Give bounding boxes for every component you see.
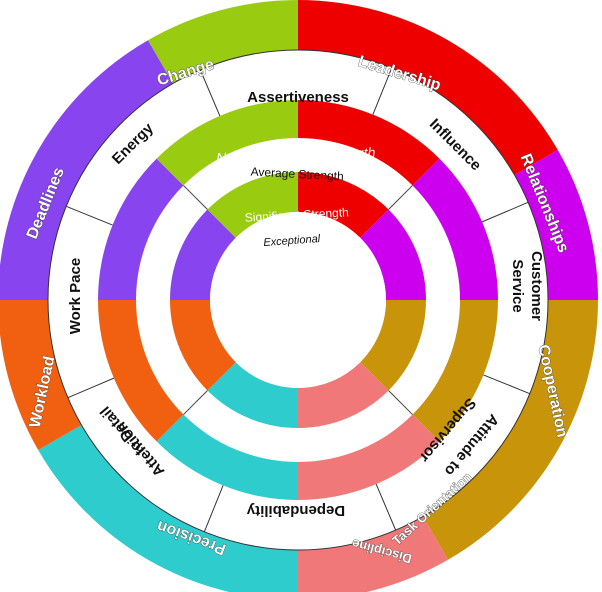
outer-sector-3 xyxy=(298,516,448,592)
level-band-inner-5 xyxy=(170,300,236,391)
outer-sector-1 xyxy=(514,150,598,300)
sector-dividers xyxy=(66,68,530,532)
middle-label-work-pace: Work Pace xyxy=(67,258,84,334)
middle-label-customer-line1: Customer xyxy=(528,251,545,321)
outer-sector-5 xyxy=(38,425,298,592)
level-band-inner-4 xyxy=(207,362,298,428)
middle-divider-0 xyxy=(372,68,393,115)
level-band-inner-2 xyxy=(360,300,426,391)
inner-divider-1 xyxy=(388,390,413,415)
middle-divider-1 xyxy=(481,201,529,223)
outer-sector-7 xyxy=(0,40,173,300)
level-band-outer-3 xyxy=(298,414,440,500)
middle-label-assertiveness: Assertiveness xyxy=(247,89,349,106)
middle-divider-4 xyxy=(203,485,224,532)
level-band-inner-6 xyxy=(170,209,236,300)
middle-divider-6 xyxy=(66,205,113,226)
outer-sector-8 xyxy=(148,0,298,84)
level-band-inner-3 xyxy=(298,362,389,428)
middle-divider-5 xyxy=(67,377,115,399)
level-label-average: Average Strength xyxy=(250,165,344,184)
inner-divider-2 xyxy=(183,390,208,415)
outer-sector-0 xyxy=(298,0,558,175)
level-band-outer-5 xyxy=(98,300,184,442)
level-band-outer-1 xyxy=(412,158,498,300)
middle-divider-3 xyxy=(375,483,397,531)
level-band-inner-7 xyxy=(207,172,298,238)
outer-sector-2 xyxy=(423,300,598,560)
level-band-inner-1 xyxy=(360,209,426,300)
center-hub xyxy=(210,212,386,388)
inner-rings xyxy=(98,100,498,500)
level-band-outer-0 xyxy=(298,100,440,186)
inner-divider-0 xyxy=(388,185,413,210)
level-band-outer-2 xyxy=(412,300,498,442)
level-band-outer-4 xyxy=(156,414,298,500)
outer-sector-6 xyxy=(0,300,82,450)
middle-divider-2 xyxy=(483,374,530,395)
level-label-exceptional: Exceptional xyxy=(263,233,321,249)
level-label-significant: Significant Strength xyxy=(244,205,349,224)
level-band-outer-7 xyxy=(156,100,298,186)
middle-label-customer-line2: Service xyxy=(509,259,526,312)
middle-divider-7 xyxy=(199,69,221,117)
inner-divider-3 xyxy=(183,185,208,210)
level-label-not-significant: Not A Significant Strength xyxy=(216,144,376,166)
middle-label-dependability: Dependability xyxy=(246,502,345,519)
level-band-outer-6 xyxy=(98,158,184,300)
level-band-inner-0 xyxy=(298,172,389,238)
